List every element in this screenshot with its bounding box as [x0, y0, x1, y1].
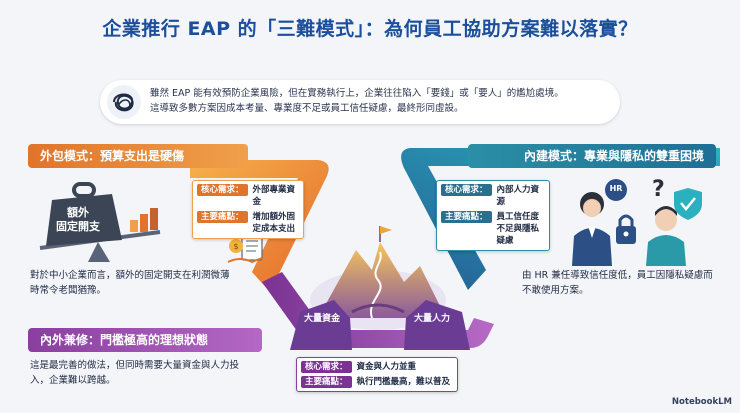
bridge — [351, 303, 405, 314]
core-need-value: 內部人力資源 — [496, 185, 540, 207]
outsourcing-description: 對於中小企業而言，額外的固定開支在利潤微薄時常令老闆猶豫。 — [30, 270, 230, 296]
inhouse-card: 核心需求： 內部人力資源 主要痛點： 員工信任度不足與隱私疑慮 — [436, 180, 550, 251]
label-large-manpower: 大量人力 — [413, 314, 450, 324]
pain-point-label: 主要痛點： — [301, 376, 352, 388]
hybrid-card: 核心需求： 資金與人力並重 主要痛點： 執行門檻最高，難以普及 — [296, 357, 458, 392]
core-need-value: 外部專業資金 — [252, 185, 296, 207]
pain-point-value: 增加額外固定成本支出 — [252, 212, 296, 234]
intro-line-2: 這導致多數方案因成本考量、專業度不足或員工信任疑慮，最終形同虛設。 — [150, 103, 464, 114]
outsourcing-banner: 外包模式：預算支出是硬傷 — [28, 144, 248, 168]
svg-text:?: ? — [652, 177, 665, 202]
intro-text: 雖然 EAP 能有效預防企業風險，但在實務執行上，企業往往陷入「要錢」或「要人」… — [150, 86, 620, 116]
left-cliff — [290, 300, 352, 350]
pain-point-value: 執行門檻最高，難以普及 — [356, 377, 451, 387]
privacy-people-illustration: ? — [572, 177, 702, 266]
core-need-label: 核心需求： — [441, 184, 492, 196]
brand-label: NotebookLM — [671, 397, 732, 407]
weight-scale-illustration — [39, 182, 161, 262]
label-large-capital: 大量資金 — [303, 314, 340, 324]
core-need-value: 資金與人力並重 — [356, 362, 417, 372]
mountain-illustration — [318, 242, 446, 318]
inhouse-description: 由 HR 兼任導致信任度低，員工因隱私疑慮而不敢使用方案。 — [522, 270, 713, 296]
pain-point-value: 員工信任度不足與隱私疑慮 — [496, 212, 540, 246]
hybrid-banner: 內外兼修：門檻極高的理想狀態 — [28, 328, 262, 352]
hybrid-description: 這是最完善的做法，但同時需要大量資金與人力投入，企業難以跨越。 — [30, 360, 240, 386]
money-document-icon: $ — [227, 233, 263, 264]
tangled-knot-icon — [107, 85, 141, 119]
page-title: 企業推行 EAP 的「三難模式」：為何員工協助方案難以落實？ — [102, 18, 638, 40]
core-need-label: 核心需求： — [301, 361, 352, 373]
right-cliff — [404, 300, 470, 350]
pain-point-label: 主要痛點： — [441, 211, 492, 223]
inhouse-banner: 內建模式：專業與隱私的雙重困境 — [468, 144, 716, 168]
intro-line-1: 雖然 EAP 能有效預防企業風險，但在實務執行上，企業往往陷入「要錢」或「要人」… — [150, 88, 564, 99]
core-need-label: 核心需求： — [197, 184, 248, 196]
intro-panel — [100, 80, 620, 124]
weight-label-line-1: 額外 — [67, 206, 89, 219]
svg-text:$: $ — [233, 242, 238, 251]
outsourcing-card: 核心需求： 外部專業資金 主要痛點： 增加額外固定成本支出 — [192, 180, 304, 239]
weight-label-line-2: 固定開支 — [56, 220, 100, 233]
pain-point-label: 主要痛點： — [197, 211, 248, 223]
hr-badge: HR — [609, 184, 623, 193]
